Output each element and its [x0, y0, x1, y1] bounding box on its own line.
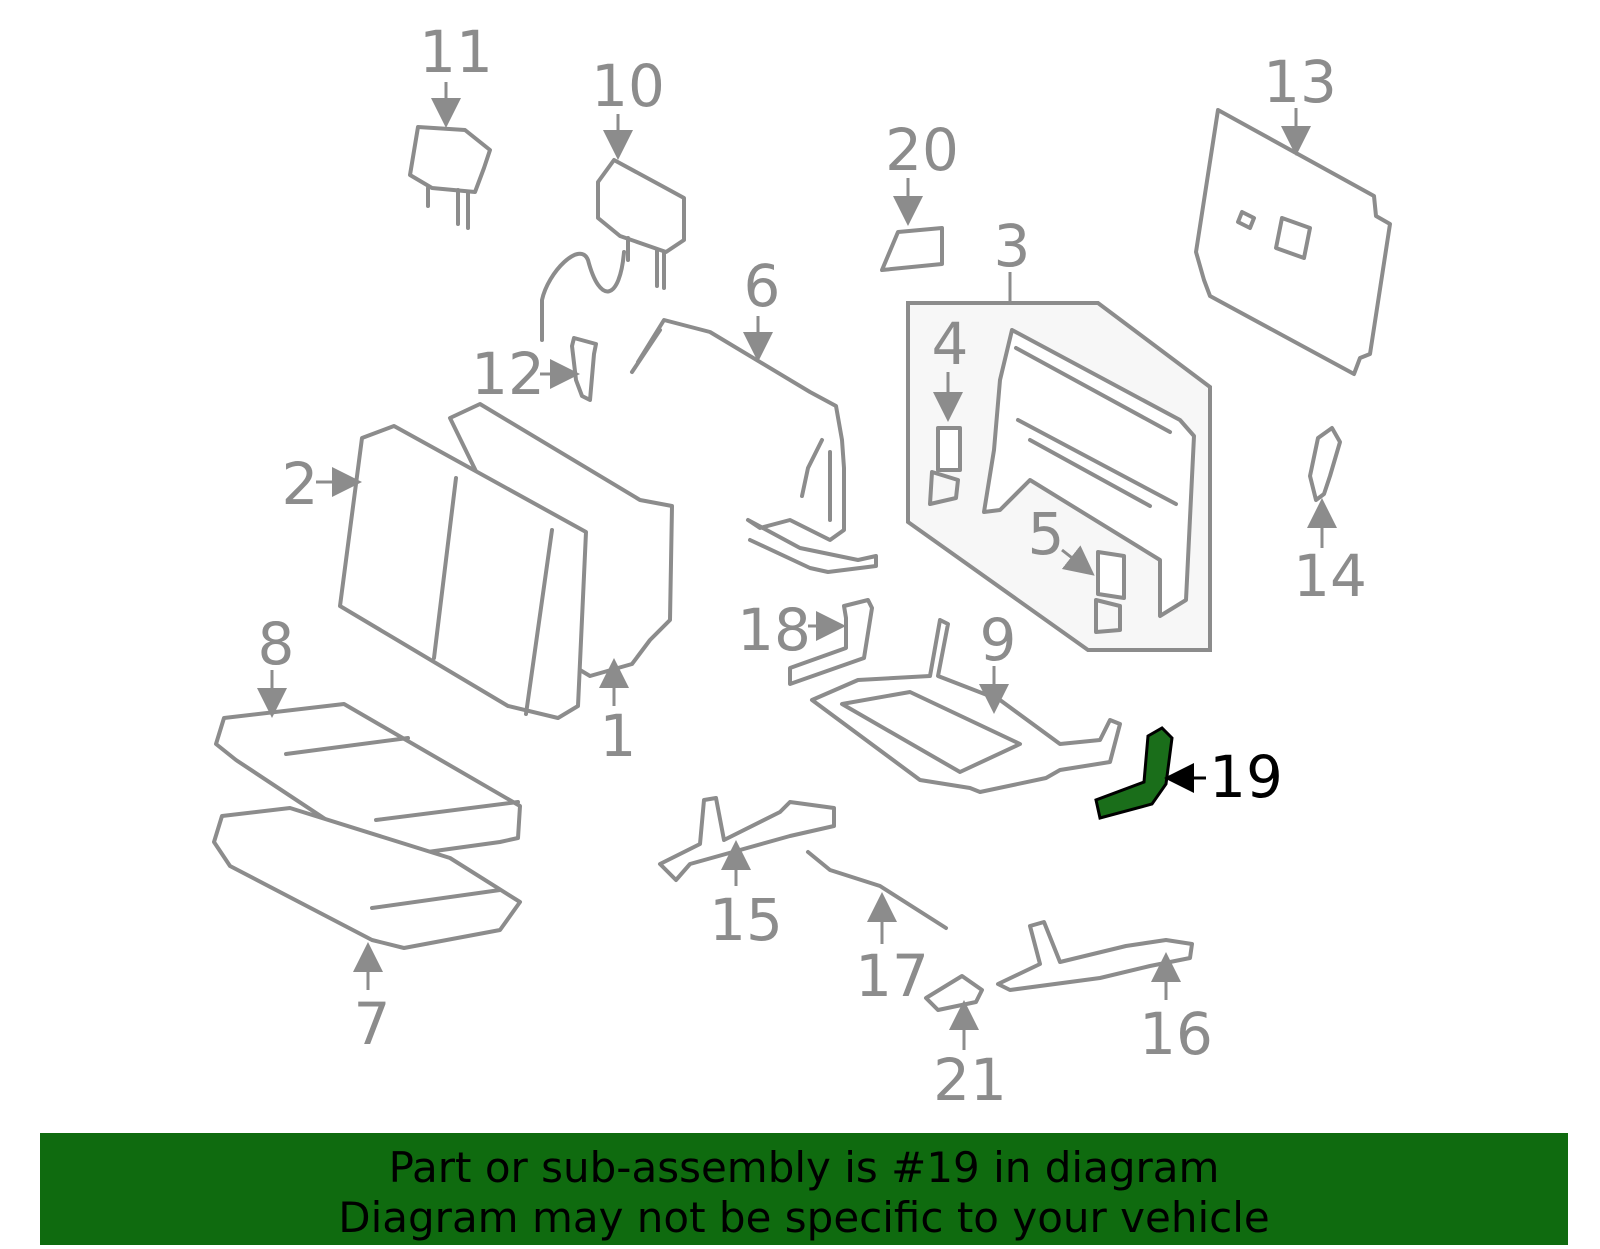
callout-21: 21 [933, 1046, 1007, 1114]
callout-19: 19 [1209, 743, 1283, 811]
callout-3: 3 [994, 212, 1031, 280]
part-8-cushion [214, 702, 522, 860]
callout-17: 17 [855, 942, 929, 1010]
callout-10: 10 [591, 52, 665, 120]
part-2-seatback [338, 424, 588, 720]
part-15-rail [658, 796, 836, 882]
callout-16: 16 [1139, 1000, 1213, 1068]
part-16-rail [996, 920, 1194, 992]
callout-15: 15 [709, 886, 783, 954]
part-21 [924, 974, 984, 1012]
part-7-cushion [212, 806, 522, 950]
callout-12: 12 [471, 340, 545, 408]
callout-7: 7 [354, 990, 391, 1058]
callout-11: 11 [419, 18, 493, 86]
callout-8: 8 [258, 610, 295, 678]
callout-14: 14 [1293, 542, 1367, 610]
part-12 [570, 336, 598, 402]
callout-9: 9 [980, 606, 1017, 674]
part-5 [1094, 550, 1126, 634]
part-4 [928, 426, 962, 506]
part-20 [880, 226, 944, 272]
leader-lines [257, 82, 1337, 1050]
part-13-panel [1194, 108, 1392, 376]
banner-line-1: Part or sub-assembly is #19 in diagram [388, 1143, 1220, 1192]
callout-1: 1 [600, 702, 637, 770]
part-10-headrest [540, 158, 686, 342]
callout-18: 18 [737, 596, 811, 664]
callout-2: 2 [282, 450, 319, 518]
banner-line-2: Diagram may not be specific to your vehi… [338, 1193, 1270, 1242]
part-19-highlighted [1094, 726, 1174, 820]
part-3-seat-frame [982, 328, 1196, 618]
part-17 [806, 850, 948, 930]
info-banner: Part or sub-assembly is #19 in diagram D… [40, 1133, 1568, 1245]
part-9-tray [810, 618, 1122, 794]
callout-5: 5 [1028, 500, 1065, 568]
part-18 [788, 598, 874, 686]
part-11-headrest [408, 125, 492, 230]
callout-6: 6 [744, 252, 781, 320]
callout-4: 4 [932, 310, 969, 378]
part-6-frame [630, 318, 878, 574]
part-14 [1308, 426, 1342, 502]
callout-13: 13 [1263, 48, 1337, 116]
callout-20: 20 [885, 116, 959, 184]
